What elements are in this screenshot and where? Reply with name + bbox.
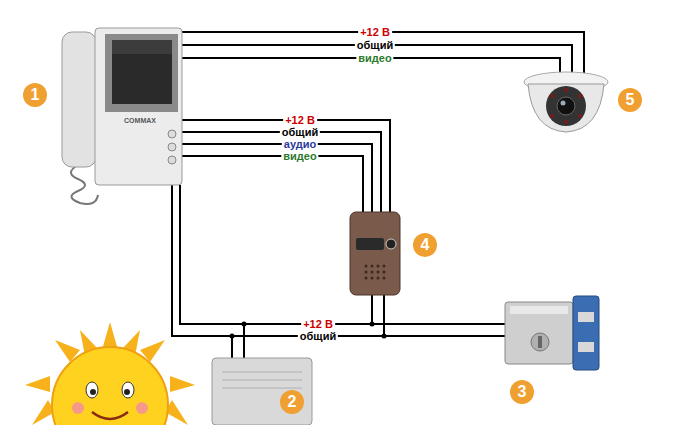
call-panel bbox=[350, 212, 400, 295]
signal-label: общий bbox=[280, 126, 320, 138]
signal-label: общий bbox=[298, 330, 338, 342]
power-supply bbox=[212, 358, 312, 425]
signal-label: видео bbox=[356, 52, 393, 64]
video-monitor bbox=[62, 28, 182, 204]
callout-number: 1 bbox=[23, 83, 47, 107]
signal-label: +12 В bbox=[301, 318, 335, 330]
electric-lock bbox=[505, 296, 599, 370]
brand-text: COMMAX bbox=[124, 117, 156, 125]
dome-camera bbox=[524, 72, 608, 132]
wires bbox=[172, 32, 584, 360]
signal-label: видео bbox=[281, 150, 318, 162]
callout-number: 4 bbox=[413, 233, 437, 257]
callout-number: 3 bbox=[510, 380, 534, 404]
signal-label: аудио bbox=[282, 138, 318, 150]
signal-label: +12 В bbox=[283, 114, 317, 126]
callout-number: 2 bbox=[280, 390, 304, 414]
sun-picture bbox=[25, 322, 195, 425]
callout-number: 5 bbox=[618, 88, 642, 112]
signal-label: общий bbox=[355, 39, 395, 51]
signal-label: +12 В bbox=[358, 26, 392, 38]
